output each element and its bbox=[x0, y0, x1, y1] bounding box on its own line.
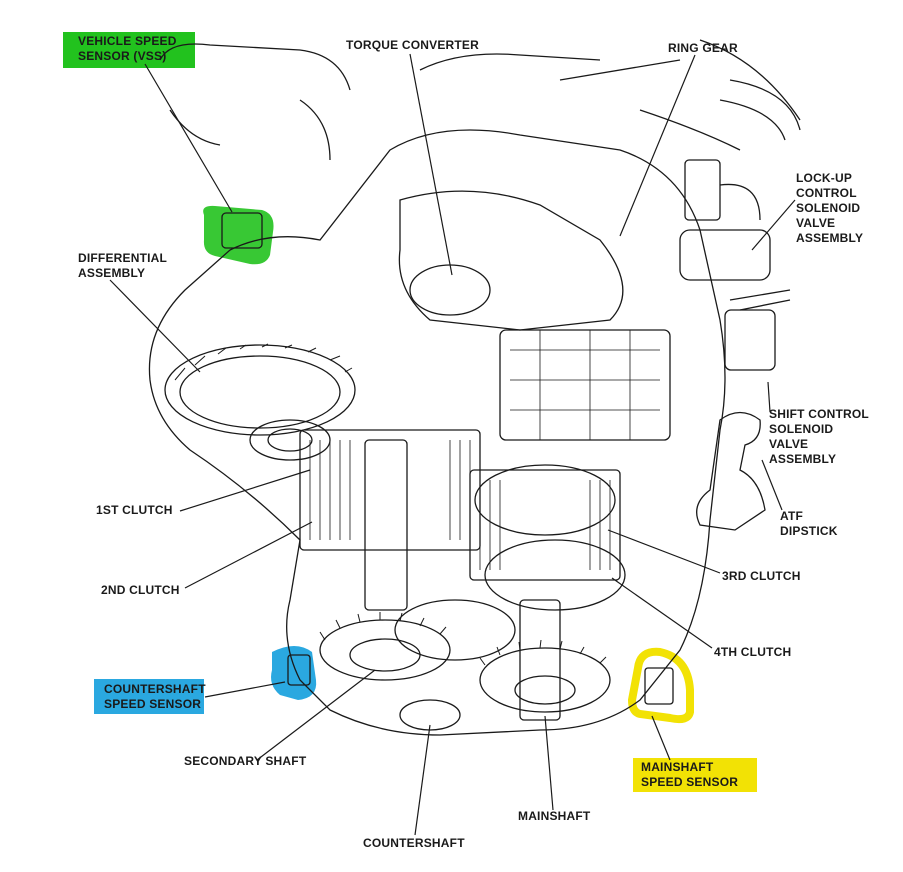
leader-differential bbox=[109, 279, 201, 373]
label-lockup: LOCK-UP CONTROL SOLENOID VALVE ASSEMBLY bbox=[796, 171, 863, 246]
label-1st-clutch: 1ST CLUTCH bbox=[96, 503, 173, 517]
label-lockup-line3: SOLENOID bbox=[796, 201, 861, 215]
countershaft-clutch-pack bbox=[469, 469, 621, 581]
valve-body bbox=[499, 329, 671, 441]
label-differential: DIFFERENTIAL ASSEMBLY bbox=[78, 251, 167, 281]
countershaft-sensor-body bbox=[287, 654, 311, 686]
ring-gear-inner bbox=[179, 355, 341, 429]
countershaft-sensor-highlight bbox=[271, 646, 317, 700]
label-ms-sensor-line1: MAINSHAFT bbox=[641, 760, 714, 774]
leader-2nd-clutch bbox=[184, 521, 313, 589]
label-mainshaft-sensor: MAINSHAFT SPEED SENSOR bbox=[641, 760, 738, 790]
countershaft-gear-inner bbox=[514, 675, 576, 705]
label-countershaft: COUNTERSHAFT bbox=[363, 836, 465, 850]
leader-mainshaft-sensor bbox=[651, 715, 671, 761]
leader-secondary-shaft bbox=[256, 669, 376, 761]
clutch-plates-left bbox=[309, 440, 471, 540]
mainshaft-sensor-body bbox=[644, 667, 674, 705]
label-2nd-clutch: 2ND CLUTCH bbox=[101, 583, 180, 597]
label-shift-control-line1: SHIFT CONTROL bbox=[769, 407, 869, 421]
lower-bearing bbox=[399, 699, 461, 731]
label-lockup-line2: CONTROL bbox=[796, 186, 857, 200]
leader-countershaft bbox=[414, 724, 431, 836]
countershaft-gear bbox=[479, 647, 611, 713]
atf-dipstick-shape bbox=[696, 411, 766, 531]
leader-mainshaft bbox=[544, 715, 554, 811]
countershaft-label-highlight bbox=[94, 679, 204, 714]
vss-sensor-highlight bbox=[203, 205, 274, 265]
mainshaft-label-highlight bbox=[633, 758, 757, 792]
leader-torque-converter bbox=[409, 53, 453, 276]
label-cs-sensor-line1: COUNTERSHAFT bbox=[104, 682, 206, 696]
label-secondary-shaft: SECONDARY SHAFT bbox=[184, 754, 307, 768]
valve-body-detail bbox=[510, 330, 660, 440]
ring-gear-teeth bbox=[174, 343, 353, 381]
fourth-clutch-drum bbox=[484, 539, 626, 611]
vss-label-highlight bbox=[63, 32, 195, 68]
mainshaft-sensor-highlight bbox=[627, 647, 694, 724]
lockup-solenoid-body bbox=[679, 229, 771, 281]
differential-bearing-inner bbox=[267, 428, 313, 452]
clutch-plates-right bbox=[479, 480, 611, 570]
leader-countershaft-sensor bbox=[204, 681, 286, 698]
label-differential-line1: DIFFERENTIAL bbox=[78, 251, 168, 265]
leader-lockup bbox=[751, 199, 796, 251]
label-atf-line2: DIPSTICK bbox=[780, 524, 838, 538]
countershaft-shaft bbox=[519, 599, 561, 721]
ring-gear-outline bbox=[164, 344, 356, 436]
label-cs-sensor-line2: SPEED SENSOR bbox=[104, 697, 202, 711]
lockup-pipe bbox=[719, 183, 791, 311]
label-atf-line1: ATF bbox=[780, 509, 804, 523]
center-gear bbox=[394, 599, 516, 661]
upper-pipes-outline bbox=[159, 39, 801, 161]
label-shift-control-line3: VALVE bbox=[769, 437, 809, 451]
torque-converter-housing bbox=[398, 190, 624, 331]
leader-4th-clutch bbox=[611, 577, 713, 649]
label-ring-gear: RING GEAR bbox=[668, 41, 738, 55]
label-vss: VEHICLE SPEED SENSOR (VSS) bbox=[78, 34, 177, 64]
label-mainshaft: MAINSHAFT bbox=[518, 809, 591, 823]
label-torque-converter: TORQUE CONVERTER bbox=[346, 38, 479, 52]
leader-3rd-clutch bbox=[607, 529, 721, 574]
secondary-shaft-gear bbox=[319, 619, 451, 681]
leader-ring-gear bbox=[619, 54, 696, 237]
third-clutch-drum bbox=[474, 464, 616, 536]
label-shift-control-line4: ASSEMBLY bbox=[769, 452, 837, 466]
shift-solenoid-body bbox=[724, 309, 776, 371]
label-atf-dipstick: ATF DIPSTICK bbox=[780, 509, 838, 539]
label-ms-sensor-line2: SPEED SENSOR bbox=[641, 775, 739, 789]
label-vss-line1: VEHICLE SPEED bbox=[78, 34, 177, 48]
leader-shift-control bbox=[767, 381, 771, 413]
label-countershaft-sensor: COUNTERSHAFT SPEED SENSOR bbox=[104, 682, 206, 712]
mainshaft-shaft bbox=[364, 439, 408, 611]
label-lockup-line1: LOCK-UP bbox=[796, 171, 853, 185]
label-differential-line2: ASSEMBLY bbox=[78, 266, 146, 280]
vss-body bbox=[221, 212, 263, 249]
lower-gear-teeth bbox=[319, 612, 607, 666]
torque-converter-hub bbox=[409, 264, 491, 316]
label-lockup-line4: VALVE bbox=[796, 216, 836, 230]
label-shift-control-line2: SOLENOID bbox=[769, 422, 834, 436]
label-vss-line2: SENSOR (VSS) bbox=[78, 49, 167, 63]
label-lockup-line5: ASSEMBLY bbox=[796, 231, 864, 245]
label-3rd-clutch: 3RD CLUTCH bbox=[722, 569, 801, 583]
pipe-right bbox=[719, 79, 801, 141]
lockup-solenoid-connector bbox=[684, 159, 721, 221]
leader-atf bbox=[761, 459, 783, 511]
leader-1st-clutch bbox=[179, 469, 311, 512]
label-4th-clutch: 4TH CLUTCH bbox=[714, 645, 792, 659]
label-shift-control: SHIFT CONTROL SOLENOID VALVE ASSEMBLY bbox=[769, 407, 869, 467]
secondary-shaft-gear-inner bbox=[349, 638, 421, 672]
leader-vss bbox=[144, 63, 233, 213]
